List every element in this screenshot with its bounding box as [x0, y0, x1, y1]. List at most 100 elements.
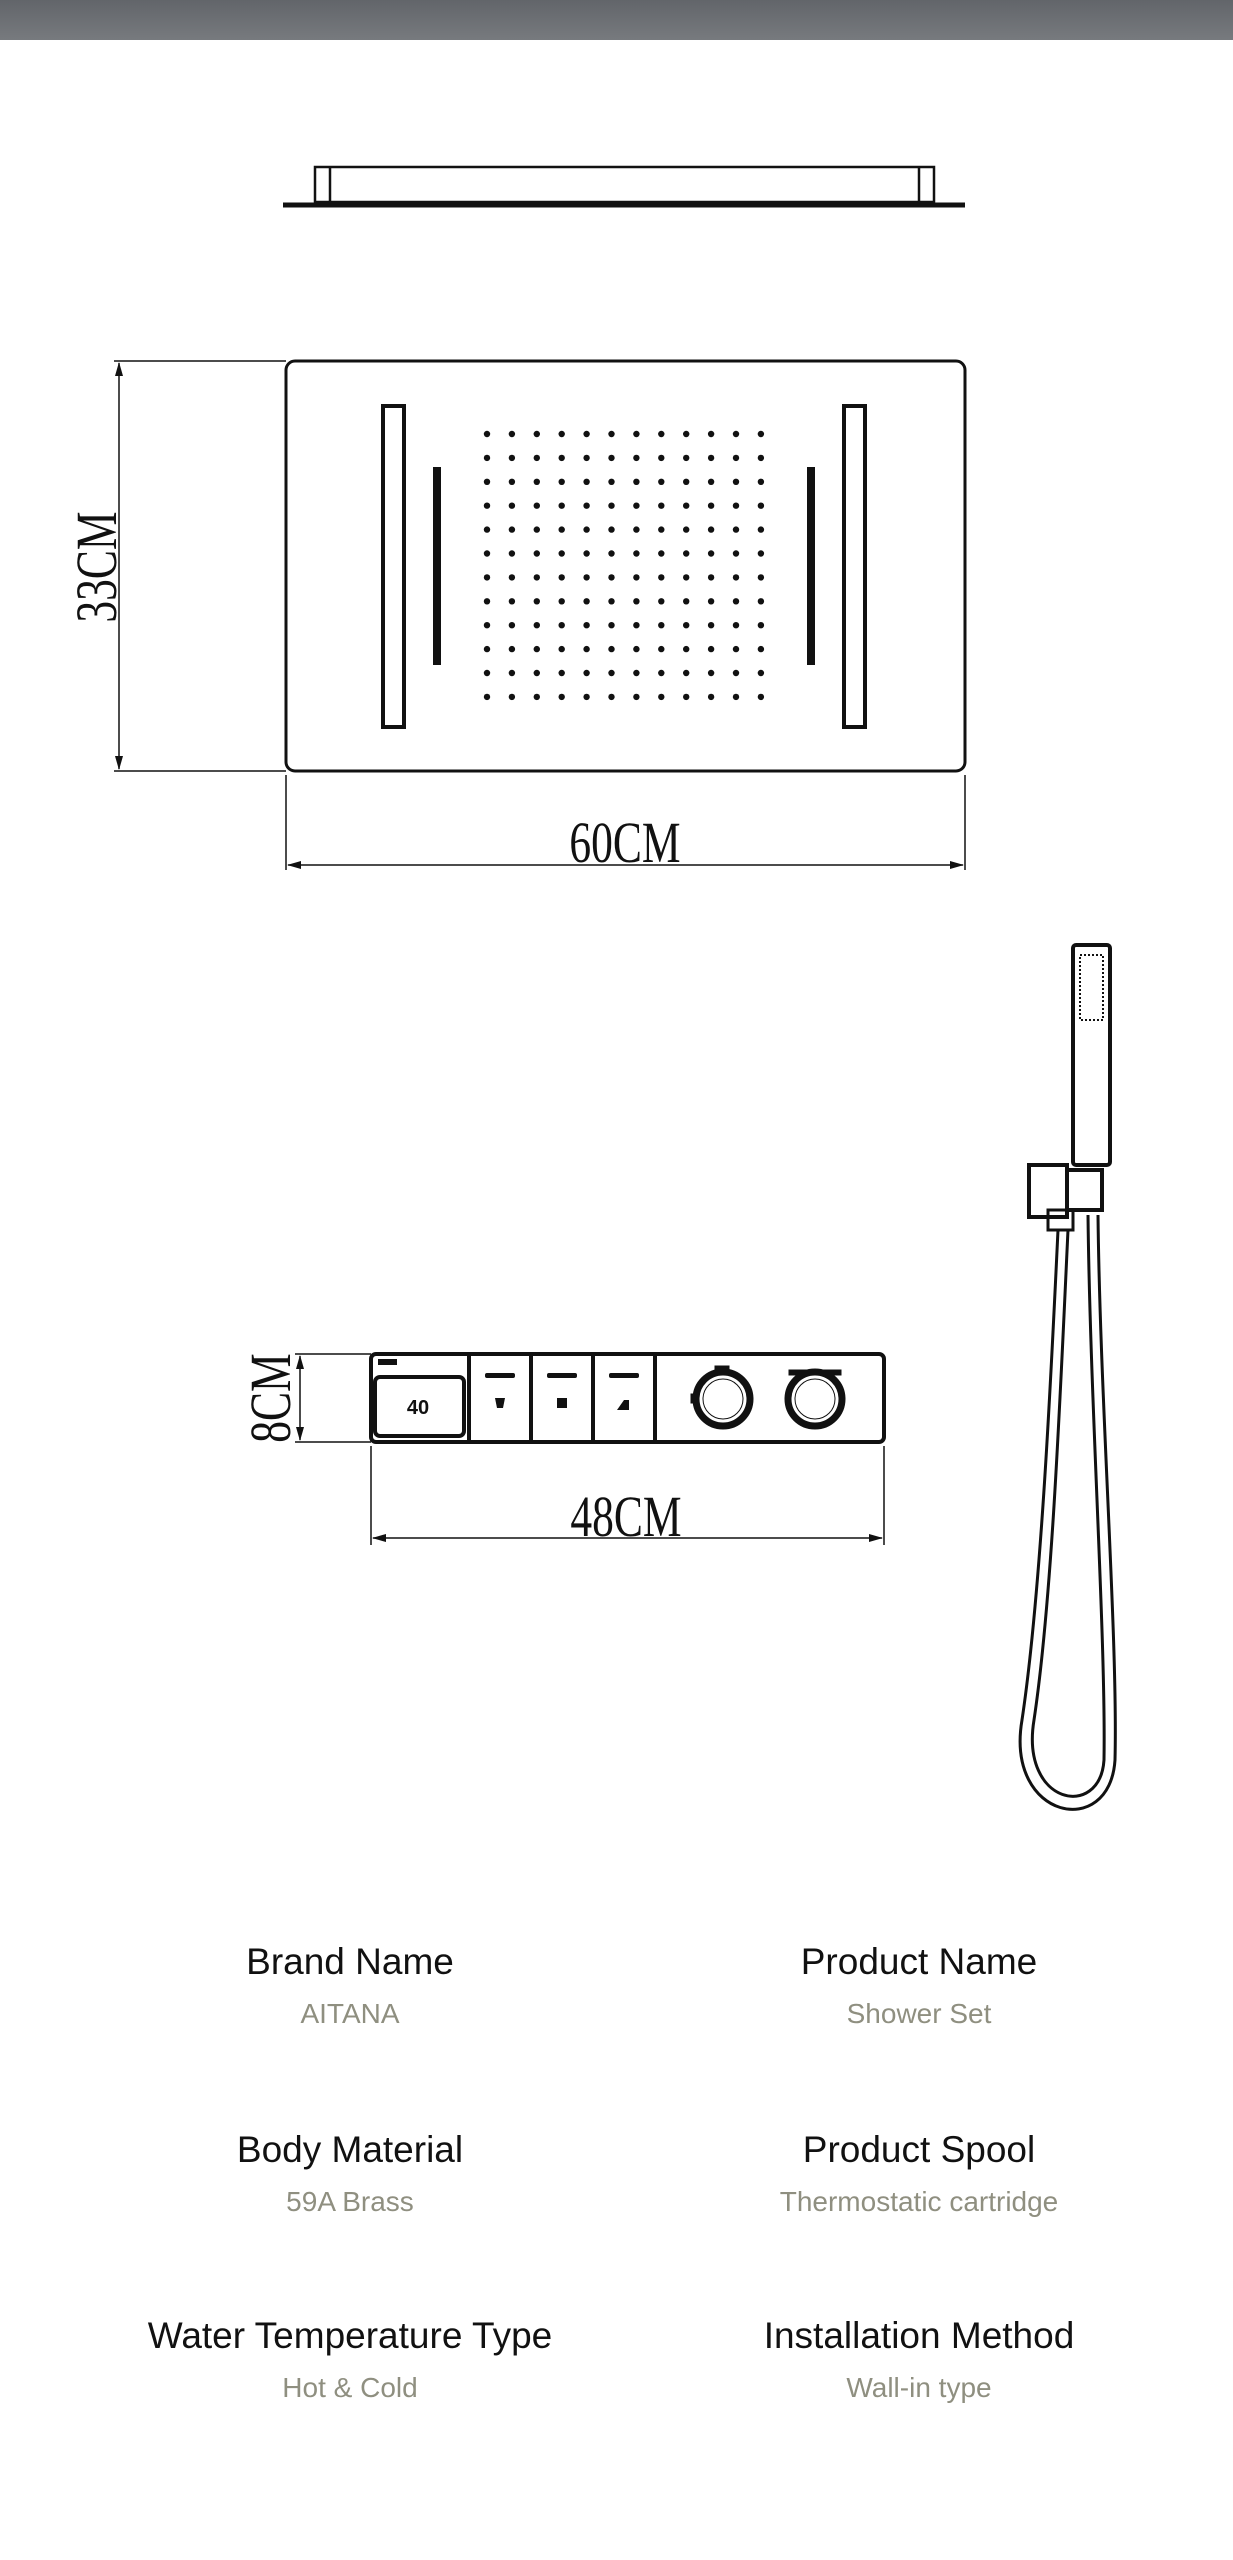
handshower-button-icon: [617, 1400, 629, 1410]
spec-value: Hot & Cold: [282, 2372, 418, 2403]
temperature-knob: [690, 1365, 754, 1430]
spec-value: AITANA: [300, 1998, 400, 2029]
spec-label: Brand Name: [246, 1941, 454, 1982]
nozzle-dot: [583, 502, 590, 509]
nozzle-dot: [658, 526, 665, 533]
nozzle-grid: [483, 430, 765, 701]
nozzle-dot: [583, 478, 590, 485]
led-strip-left: [381, 404, 406, 729]
technical-drawing: 33CM 60CM 40: [65, 165, 1117, 1811]
hand-shower: [1018, 943, 1117, 1811]
nozzle-dot: [583, 430, 590, 438]
spec-label: Installation Method: [763, 2315, 1075, 2356]
nozzle-dot: [583, 645, 590, 653]
waterfall-slot-right: [807, 467, 815, 665]
nozzle-dot: [732, 526, 740, 533]
nozzle-dot: [533, 430, 540, 438]
nozzle-dot: [608, 622, 615, 629]
waterfall-button-icon: [557, 1398, 567, 1408]
nozzle-dot: [608, 574, 615, 581]
nozzle-dot: [483, 598, 491, 605]
nozzle-dot: [533, 454, 540, 462]
nozzle-dot: [757, 502, 765, 509]
width-dimension-label: 60CM: [569, 811, 680, 875]
nozzle-dot: [633, 574, 640, 581]
nozzle-dot: [633, 622, 640, 629]
nozzle-dot: [658, 502, 665, 509]
nozzle-dot: [707, 478, 715, 485]
nozzle-dot: [683, 502, 690, 509]
nozzle-dot: [732, 574, 740, 581]
nozzle-dot: [608, 669, 615, 677]
waterfall-slot-left: [433, 467, 441, 665]
nozzle-dot: [707, 430, 715, 438]
nozzle-dot: [508, 430, 516, 438]
nozzle-dot: [583, 669, 590, 677]
nozzle-dot: [483, 526, 491, 533]
rain-head-dimensions: [114, 360, 966, 870]
spec-water-temperature-type: Water Temperature Type Hot & Cold: [70, 2314, 630, 2405]
nozzle-dot: [683, 622, 690, 629]
nozzle-dot: [583, 598, 590, 605]
nozzle-dot: [683, 454, 690, 462]
spec-body-material: Body Material 59A Brass: [70, 2128, 630, 2219]
nozzle-dot: [533, 598, 540, 605]
nozzle-dot: [508, 693, 516, 701]
nozzle-dot: [508, 645, 516, 653]
spec-installation-method: Installation Method Wall-in type: [639, 2314, 1199, 2405]
top-banner: [0, 0, 1233, 40]
nozzle-dot: [707, 526, 715, 533]
thermostatic-control-panel: [369, 1352, 886, 1444]
nozzle-dot: [483, 669, 491, 677]
nozzle-dot: [508, 669, 516, 677]
nozzle-dot: [558, 693, 565, 701]
nozzle-dot: [608, 526, 615, 533]
nozzle-dot: [608, 550, 615, 557]
spec-value: Thermostatic cartridge: [779, 2186, 1059, 2217]
nozzle-dot: [583, 454, 590, 462]
nozzle-dot: [483, 622, 491, 629]
nozzle-dot: [533, 669, 540, 677]
spec-label: Body Material: [236, 2129, 464, 2170]
nozzle-dot: [757, 669, 765, 677]
nozzle-dot: [633, 502, 640, 509]
nozzle-dot: [633, 598, 640, 605]
nozzle-dot: [608, 430, 615, 438]
nozzle-dot: [633, 693, 640, 701]
nozzle-dot: [683, 478, 690, 485]
nozzle-dot: [707, 550, 715, 557]
nozzle-dot: [732, 622, 740, 629]
nozzle-dot: [533, 693, 540, 701]
nozzle-dot: [558, 574, 565, 581]
nozzle-dot: [633, 645, 640, 653]
nozzle-dot: [658, 693, 665, 701]
nozzle-dot: [508, 502, 516, 509]
nozzle-dot: [732, 478, 740, 485]
nozzle-dot: [583, 526, 590, 533]
nozzle-dot: [683, 526, 690, 533]
nozzle-dot: [583, 550, 590, 557]
nozzle-dot: [533, 478, 540, 485]
nozzle-dot: [483, 478, 491, 485]
spec-value: 59A Brass: [286, 2186, 414, 2217]
nozzle-dot: [683, 645, 690, 653]
rain-button-icon: [495, 1398, 505, 1408]
nozzle-dot: [757, 574, 765, 581]
nozzle-dot: [707, 669, 715, 677]
nozzle-dot: [757, 526, 765, 533]
nozzle-dot: [633, 550, 640, 557]
nozzle-dot: [558, 598, 565, 605]
nozzle-dot: [633, 478, 640, 485]
nozzle-dot: [683, 693, 690, 701]
nozzle-dot: [583, 622, 590, 629]
led-strip-right: [842, 404, 867, 729]
nozzle-dot: [483, 574, 491, 581]
nozzle-dot: [707, 622, 715, 629]
nozzle-dot: [707, 645, 715, 653]
spec-product-name: Product Name Shower Set: [639, 1940, 1199, 2031]
nozzle-dot: [757, 430, 765, 438]
rain-head-side-view: [283, 165, 965, 208]
nozzle-dot: [608, 598, 615, 605]
nozzle-dot: [508, 526, 516, 533]
nozzle-dot: [558, 430, 565, 438]
